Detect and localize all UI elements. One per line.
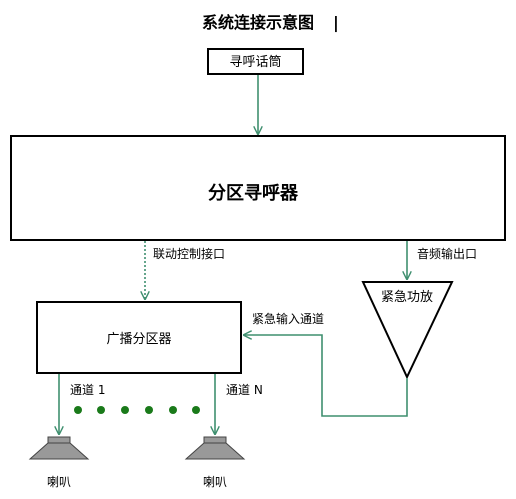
ellipsis-dot [145,406,153,414]
ellipsis-dot [169,406,177,414]
paging-mic-box [207,48,304,75]
channel-n-label: 通道 N [226,383,263,397]
paging-mic-label: 寻呼话筒 [229,54,281,70]
broadcast-zoner-box [36,301,242,374]
broadcast-zoner-label: 广播分区器 [106,332,171,347]
emergency-input-connector [244,335,408,417]
ellipsis-dot [97,406,105,414]
zone-pager-label: 分区寻呼器 [208,183,299,204]
zone-pager-box [10,135,506,241]
emergency-amp-triangle [361,281,454,380]
channel-1-label: 通道 1 [70,383,105,397]
diagram-title: 系统连接示意图 [202,13,314,32]
speaker-n-label: 喇叭 [203,474,227,489]
ellipsis-dot [74,406,82,414]
speaker-icon [184,436,246,460]
ellipsis-dot [121,406,129,414]
title-cursor: | [333,13,339,33]
speaker-1-label: 喇叭 [47,474,71,489]
ellipsis-dot [192,406,200,414]
linkage-control-label: 联动控制接口 [153,246,225,261]
channel-ellipsis-dots [74,406,200,414]
speaker-icon [28,436,90,460]
emergency-amp-label: 紧急功放 [381,290,433,305]
audio-output-label: 音频输出口 [417,246,477,261]
emergency-input-label: 紧急输入通道 [252,311,324,326]
